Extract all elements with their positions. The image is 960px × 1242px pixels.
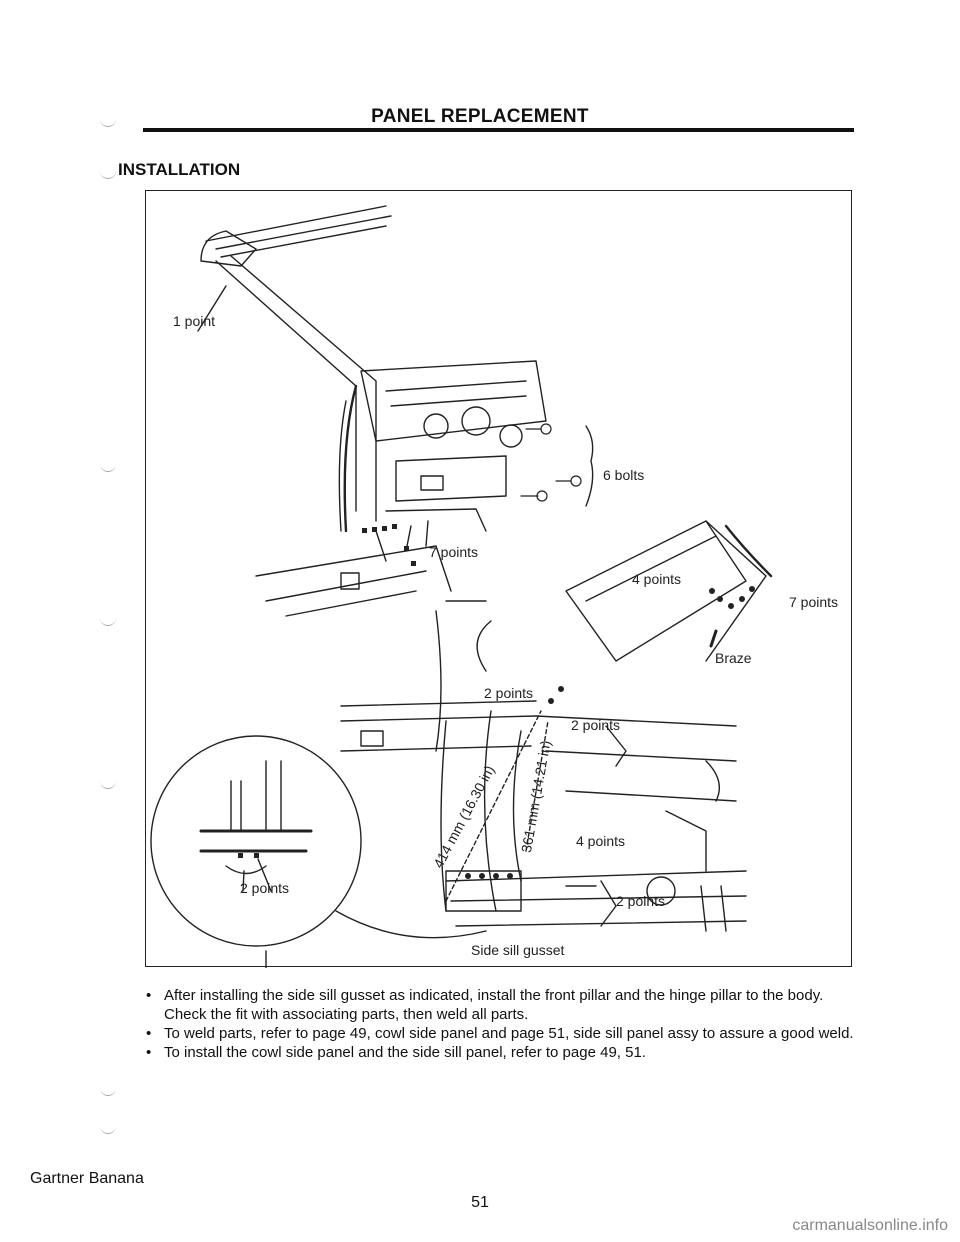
callout-1-point: 1 point	[173, 313, 216, 329]
margin-mark	[100, 780, 116, 789]
callout-6-bolts: 6 bolts	[603, 467, 645, 483]
footer-brand: Gartner Banana	[30, 1170, 144, 1187]
bullet-icon: •	[146, 987, 152, 1004]
callout-2-points-sill: 2 points	[616, 893, 666, 909]
callout-4-points-upper: 4 points	[632, 571, 682, 587]
callout-2-points-upper: 2 points	[484, 685, 534, 701]
callout-braze: Braze	[715, 650, 752, 666]
body-panel-illustration	[150, 205, 773, 968]
bullet-icon: •	[146, 1025, 152, 1042]
callout-side-sill-gusset: Side sill gusset	[471, 942, 565, 958]
installation-notes: •After installing the side sill gusset a…	[143, 986, 859, 1062]
margin-mark	[100, 463, 116, 472]
header-rule	[143, 128, 854, 132]
installation-figure: 1 point 6 bolts 7 points 4 points 7 poin…	[145, 190, 852, 968]
callout-2-points-detail: 2 points	[240, 880, 290, 896]
bullet-icon: •	[146, 1044, 152, 1061]
note-item: •After installing the side sill gusset a…	[146, 987, 824, 1023]
callout-4-points-lower: 4 points	[576, 833, 626, 849]
margin-mark	[100, 118, 116, 127]
page-number: 51	[471, 1194, 489, 1211]
section-heading: INSTALLATION	[118, 160, 241, 179]
note-item: •To install the cowl side panel and the …	[146, 1044, 646, 1061]
margin-mark	[100, 617, 116, 626]
callout-7-points-cowl: 7 points	[429, 544, 479, 560]
callout-2-points-mid: 2 points	[571, 717, 621, 733]
page-title: PANEL REPLACEMENT	[371, 106, 589, 127]
margin-mark	[100, 1125, 116, 1134]
callout-7-points-pillar: 7 points	[789, 594, 839, 610]
note-item: •To weld parts, refer to page 49, cowl s…	[146, 1025, 854, 1042]
margin-mark	[100, 1087, 116, 1096]
watermark-link[interactable]: carmanualsonline.info	[792, 1217, 948, 1234]
margin-mark	[100, 170, 116, 179]
